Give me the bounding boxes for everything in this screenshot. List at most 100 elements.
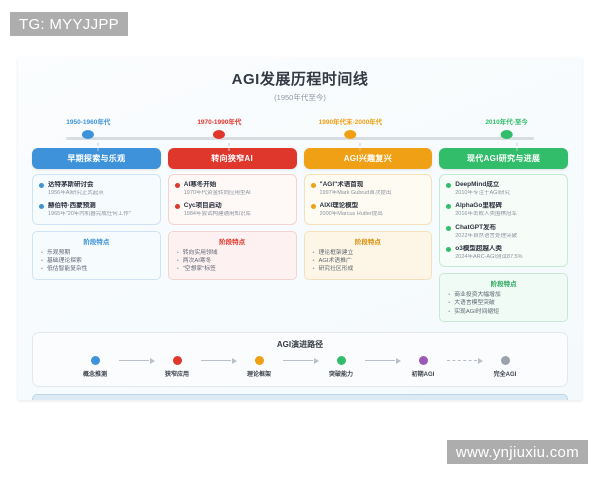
- event-description: 2000年Marcus Hutter提出: [319, 211, 383, 218]
- features-title: 阶段特点: [219, 238, 246, 246]
- path-title: AGI演进路径: [276, 340, 324, 350]
- era-marker-1970-1990: 1970-1990年代: [197, 116, 241, 139]
- event-title: ChatGPT发布: [455, 223, 497, 231]
- telegram-watermark-tag: TG: MYYJJPP: [10, 12, 128, 36]
- era-card-features: 阶段特点理论框架建立AGI术语推广研究社区形成: [303, 230, 433, 280]
- event-item: AI寒冬开始 1970年代资金转向应用型AI: [174, 181, 290, 197]
- event-description: 1997年Mark Gubrud首次提出: [319, 190, 392, 197]
- arrow-shaft: [447, 360, 477, 362]
- feature-item: 实现AGI时间缩短: [448, 308, 561, 317]
- event-title: "AGI"术语首现: [319, 181, 364, 188]
- event-description: 2022年自然语言处理突破: [455, 232, 517, 239]
- arrow-shaft: [283, 360, 313, 362]
- era-dot: [82, 130, 95, 139]
- arrow-head: [232, 357, 237, 364]
- path-arrow-icon: [363, 356, 401, 365]
- bullet-dot-icon: [39, 183, 44, 188]
- infographic-panel: AGI发展历程时间线 (1950年代至今) 1950-1960年代 1970-1…: [18, 58, 582, 400]
- era-label: 1970-1990年代: [197, 119, 242, 126]
- event-item: 达特茅斯研讨会 1956年AI研究正式起点: [39, 181, 154, 197]
- event-description: 1965年"20年内机器完成任何工作": [48, 211, 131, 218]
- event-item: "AGI"术语首现 1997年Mark Gubrud首次提出: [310, 181, 426, 197]
- era-card-header: 早期探索与乐观: [32, 148, 161, 169]
- timeline-line: [66, 137, 534, 140]
- path-step: 初期AGI: [397, 356, 449, 378]
- feature-item: "空想家"标签: [177, 265, 290, 274]
- path-step-list: 概念推测 狭窄应用 理论框架 突破能力 初期AGI 完全AGI: [43, 356, 557, 378]
- path-step-label: 概念推测: [82, 372, 107, 379]
- event-title: Cyc项目启动: [183, 202, 222, 210]
- event-description: 2024年ARC-AGI测试87.5%: [455, 253, 523, 260]
- event-description: 1956年AI研究正式起点: [48, 190, 104, 197]
- event-text: 达特茅斯研讨会 1956年AI研究正式起点: [48, 181, 104, 197]
- arrow-shaft: [365, 360, 395, 362]
- bullet-dot-icon: [310, 183, 316, 188]
- features-list: 理论框架建立AGI术语推广研究社区形成: [311, 249, 426, 275]
- era-card-features: 阶段特点转向实用领域两次AI寒冬"空想家"标签: [167, 230, 297, 280]
- arrow-shaft: [201, 360, 231, 362]
- event-title: o3模型超越人类: [455, 244, 502, 252]
- path-step-dot: [336, 356, 346, 366]
- path-step: 完全AGI: [479, 356, 531, 378]
- path-step: 狭窄应用: [151, 356, 203, 378]
- path-step: 突破能力: [315, 356, 367, 378]
- event-title: AI寒冬开始: [183, 181, 217, 188]
- path-step-dot: [418, 356, 428, 366]
- event-text: "AGI"术语首现 1997年Mark Gubrud首次提出: [320, 181, 392, 197]
- bullet-dot-icon: [174, 183, 180, 188]
- bullet-dot-icon: [446, 204, 452, 210]
- path-step-label: 理论框架: [246, 372, 271, 379]
- era-label: 2010年代-至今: [485, 119, 528, 126]
- features-title: 阶段特点: [490, 281, 517, 289]
- arrow-head: [314, 357, 319, 364]
- path-step-label: 狭窄应用: [164, 372, 189, 379]
- bullet-dot-icon: [446, 183, 452, 188]
- event-text: AI寒冬开始 1970年代资金转向应用型AI: [184, 181, 251, 197]
- feature-item: 基础理论探索: [41, 257, 154, 266]
- features-title: 阶段特点: [354, 238, 381, 246]
- era-card-header: 转向狭窄AI: [167, 148, 297, 169]
- features-list: 商业投资大幅增加大语言模型突破实现AGI时间缩短: [446, 291, 561, 317]
- event-title: 达特茅斯研讨会: [48, 181, 94, 188]
- arrow-head: [150, 357, 155, 364]
- feature-item: 研究社区形成: [313, 265, 426, 274]
- features-title: 阶段特点: [83, 238, 110, 246]
- era-connector-line: [516, 143, 518, 151]
- era-dot: [213, 130, 226, 139]
- path-step-dot: [90, 356, 100, 366]
- event-title: DeepMind成立: [455, 181, 500, 188]
- features-list: 转向实用领域两次AI寒冬"空想家"标签: [175, 249, 290, 275]
- era-timeline-rail: 1950-1960年代 1970-1990年代 1990年代末-2000年代 2…: [48, 116, 552, 151]
- event-title: 赫伯特·西蒙预测: [48, 202, 96, 210]
- era-label: 1950-1960年代: [66, 119, 111, 126]
- event-title: AlphaGo里程碑: [455, 202, 502, 210]
- event-description: 1970年代资金转向应用型AI: [183, 190, 251, 197]
- event-title: AIXI理论模型: [319, 202, 359, 210]
- feature-item: 商业投资大幅增加: [448, 291, 561, 300]
- bullet-dot-icon: [446, 225, 452, 231]
- path-step-label: 完全AGI: [493, 372, 517, 379]
- feature-item: 理论框架建立: [313, 249, 426, 258]
- arrow-head: [396, 357, 401, 364]
- era-marker-1950-1960: 1950-1960年代: [66, 116, 110, 139]
- era-marker-1990s-2000s: 1990年代末-2000年代: [319, 116, 382, 139]
- features-list: 乐观预期基础理论探索低估智能复杂性: [39, 249, 154, 275]
- page-subtitle: (1950年代至今): [274, 93, 326, 102]
- path-arrow-icon: [117, 356, 155, 365]
- path-arrow-icon: [199, 356, 237, 365]
